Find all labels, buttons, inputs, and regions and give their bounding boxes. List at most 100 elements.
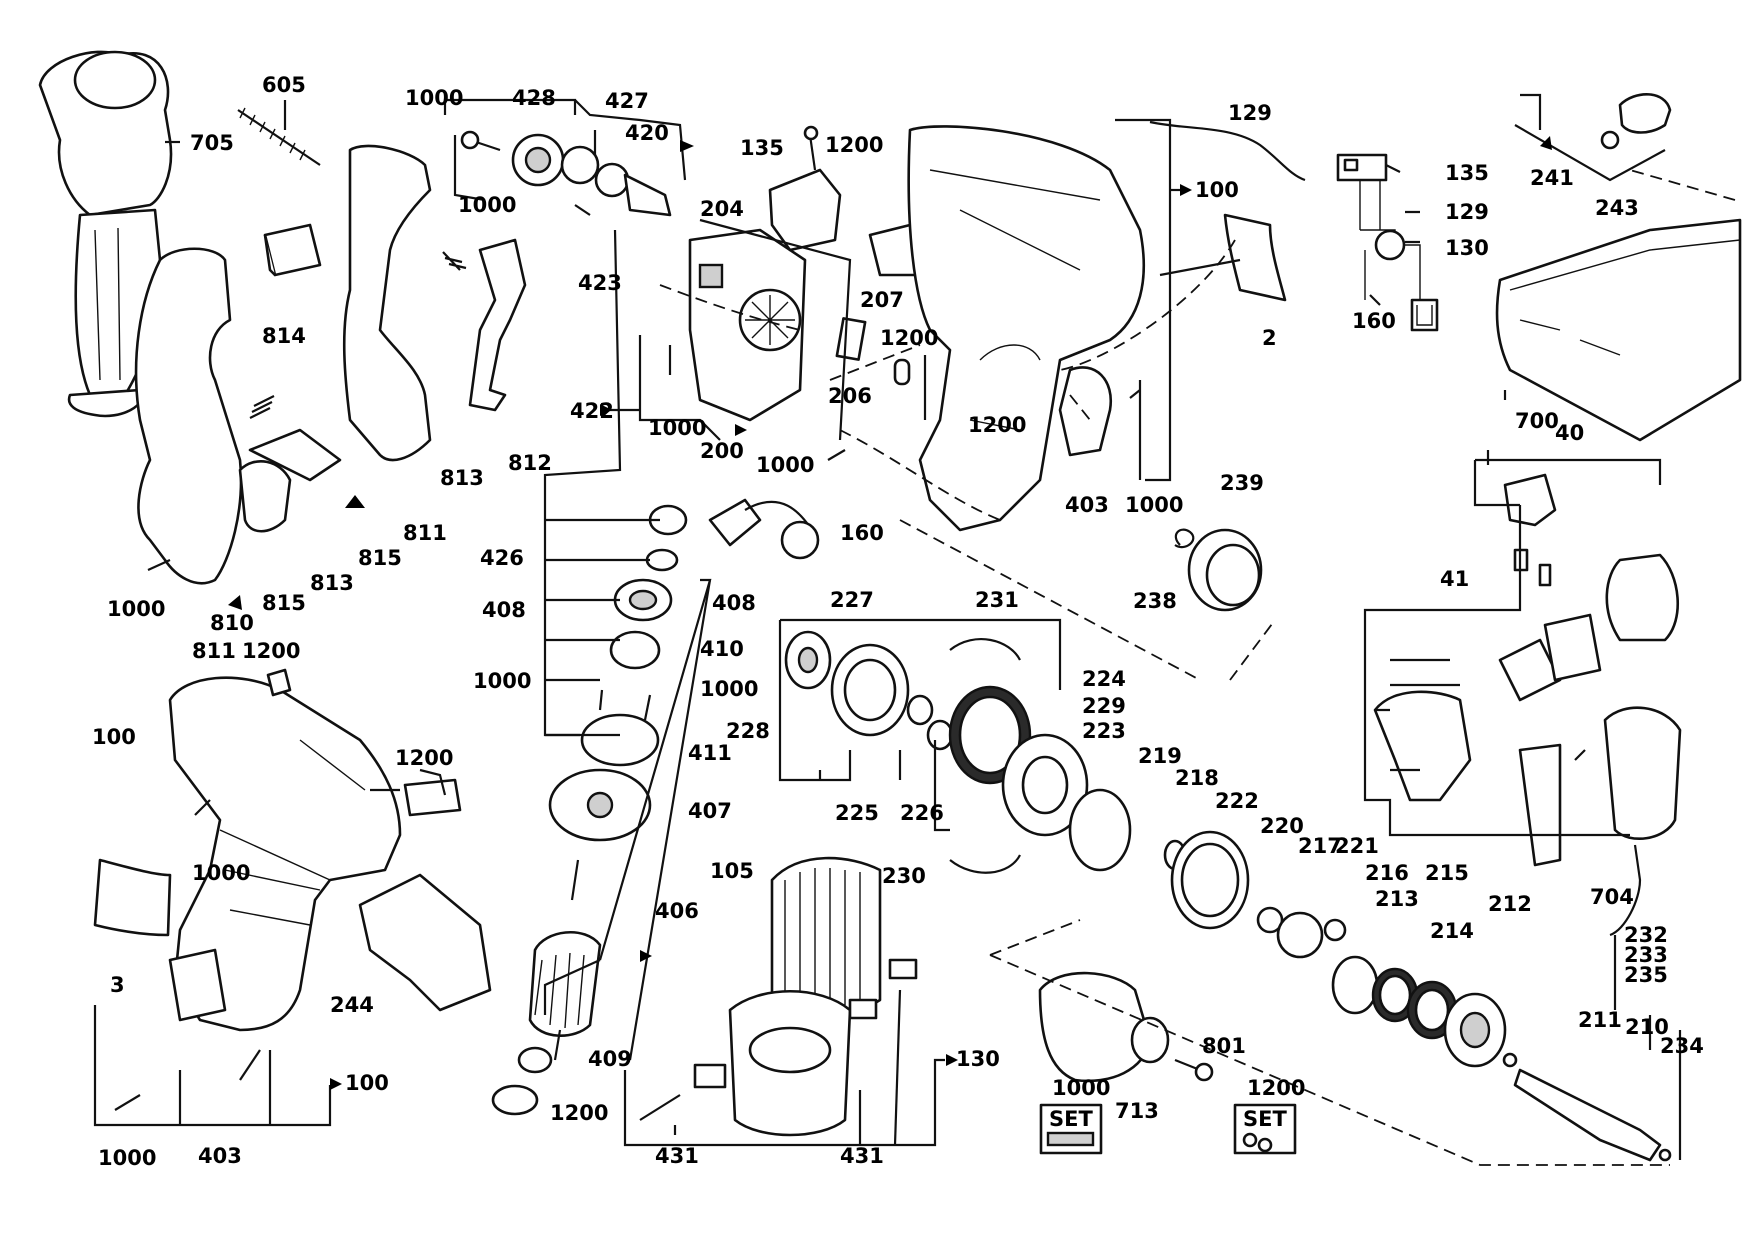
- label-812: 812: [508, 451, 552, 475]
- side-handle-part: [38, 50, 173, 418]
- label-217: 217: [1298, 834, 1342, 858]
- label-700: 700: [1515, 409, 1559, 433]
- label-213: 213: [1375, 887, 1419, 911]
- label-226: 226: [900, 801, 944, 825]
- handle-housing-part: [134, 144, 432, 585]
- label-1000k: 1000: [98, 1146, 156, 1170]
- label-407: 407: [688, 799, 732, 823]
- label-233: 233: [1624, 943, 1668, 967]
- label-100a: 100: [1195, 178, 1239, 202]
- label-1000d: 1000: [756, 453, 814, 477]
- set-1000-label: SET: [1049, 1107, 1093, 1131]
- module-135-part: [768, 125, 842, 252]
- label-1000c: 1000: [648, 416, 706, 440]
- ring-239-part: [1174, 528, 1263, 612]
- label-1000i: 1000: [192, 861, 250, 885]
- label-214: 214: [1430, 919, 1474, 943]
- label-129b: 129: [1445, 200, 1489, 224]
- label-408a: 408: [482, 598, 526, 622]
- label-3: 3: [110, 973, 125, 997]
- label-105: 105: [710, 859, 754, 883]
- block-1200-part: [403, 778, 462, 817]
- label-1200b: 1200: [880, 326, 938, 350]
- label-224: 224: [1082, 667, 1126, 691]
- label-1200e: 1200: [395, 746, 453, 770]
- label-428: 428: [512, 86, 556, 110]
- label-207: 207: [860, 288, 904, 312]
- label-1200a: 1200: [825, 133, 883, 157]
- label-426: 426: [480, 546, 524, 570]
- label-1200g: 1200: [550, 1101, 608, 1125]
- gear-train-part: [784, 630, 1089, 874]
- label-427: 427: [605, 89, 649, 113]
- label-605: 605: [262, 73, 306, 97]
- bearing-stack-part: [460, 130, 672, 217]
- label-1200f: 1200: [1247, 1076, 1305, 1100]
- screw-1000-part: [598, 345, 672, 721]
- wiring-schematic-part: [1336, 153, 1439, 332]
- label-244: 244: [330, 993, 374, 1017]
- label-410: 410: [700, 637, 744, 661]
- label-235: 235: [1624, 963, 1668, 987]
- stator-105-part: [770, 856, 882, 1015]
- label-129a: 129: [1228, 101, 1272, 125]
- label-204: 204: [700, 197, 744, 221]
- label-225: 225: [835, 801, 879, 825]
- gear-stack-part: [548, 504, 688, 842]
- label-219: 219: [1138, 744, 1182, 768]
- label-813a: 813: [440, 466, 484, 490]
- label-1000e: 1000: [1125, 493, 1183, 517]
- label-1200d: 1200: [242, 639, 300, 663]
- label-801: 801: [1202, 1034, 1246, 1058]
- label-41: 41: [1440, 567, 1469, 591]
- label-431a: 431: [655, 1144, 699, 1168]
- label-1000g: 1000: [473, 669, 531, 693]
- label-705: 705: [190, 131, 234, 155]
- label-215: 215: [1425, 861, 1469, 885]
- label-704: 704: [1590, 885, 1634, 909]
- label-1000j: 1000: [1052, 1076, 1110, 1100]
- label-228: 228: [726, 719, 770, 743]
- switch-812-part: [468, 238, 527, 412]
- label-160a: 160: [1352, 309, 1396, 333]
- label-130a: 130: [1445, 236, 1489, 260]
- label-231: 231: [975, 588, 1019, 612]
- label-409: 409: [588, 1047, 632, 1071]
- label-222: 222: [1215, 789, 1259, 813]
- label-403b: 403: [198, 1144, 242, 1168]
- label-210: 210: [1625, 1015, 1669, 1039]
- connector-40-part: [1498, 473, 1680, 702]
- tool-case-700-part: [1495, 218, 1742, 442]
- spring-813-part: [442, 251, 467, 271]
- spring-605-part: [237, 107, 321, 166]
- label-423: 423: [578, 271, 622, 295]
- label-212: 212: [1488, 892, 1532, 916]
- label-811b: 811: [192, 639, 236, 663]
- part-number-labels: 705 605 1000 428 427 420 1000 423 135 12…: [92, 73, 1704, 1170]
- label-1000b: 1000: [458, 193, 516, 217]
- washer-stack-part: [1331, 955, 1518, 1068]
- label-243: 243: [1595, 196, 1639, 220]
- brush-holder-204-part: [688, 228, 807, 422]
- spring-815-part: [249, 395, 275, 419]
- chuck-713-part: [1038, 971, 1214, 1083]
- cable-160-part: [708, 498, 820, 560]
- brush-plate-130-part: [639, 958, 918, 1137]
- label-230: 230: [882, 864, 926, 888]
- label-815b: 815: [262, 591, 306, 615]
- label-234: 234: [1660, 1034, 1704, 1058]
- label-100b: 100: [92, 725, 136, 749]
- label-211: 211: [1578, 1008, 1622, 1032]
- set-1000-box: SET: [1039, 1103, 1103, 1155]
- label-229: 229: [1082, 694, 1126, 718]
- spindle-211-part: [1513, 1068, 1672, 1162]
- label-403a: 403: [1065, 493, 1109, 517]
- leader-lines: [93, 93, 1736, 1166]
- label-411: 411: [688, 741, 732, 765]
- pin-1200-part: [893, 358, 911, 386]
- cable-704-part: [1518, 706, 1682, 937]
- label-238: 238: [1133, 589, 1177, 613]
- label-810: 810: [210, 611, 254, 635]
- label-216: 216: [1365, 861, 1409, 885]
